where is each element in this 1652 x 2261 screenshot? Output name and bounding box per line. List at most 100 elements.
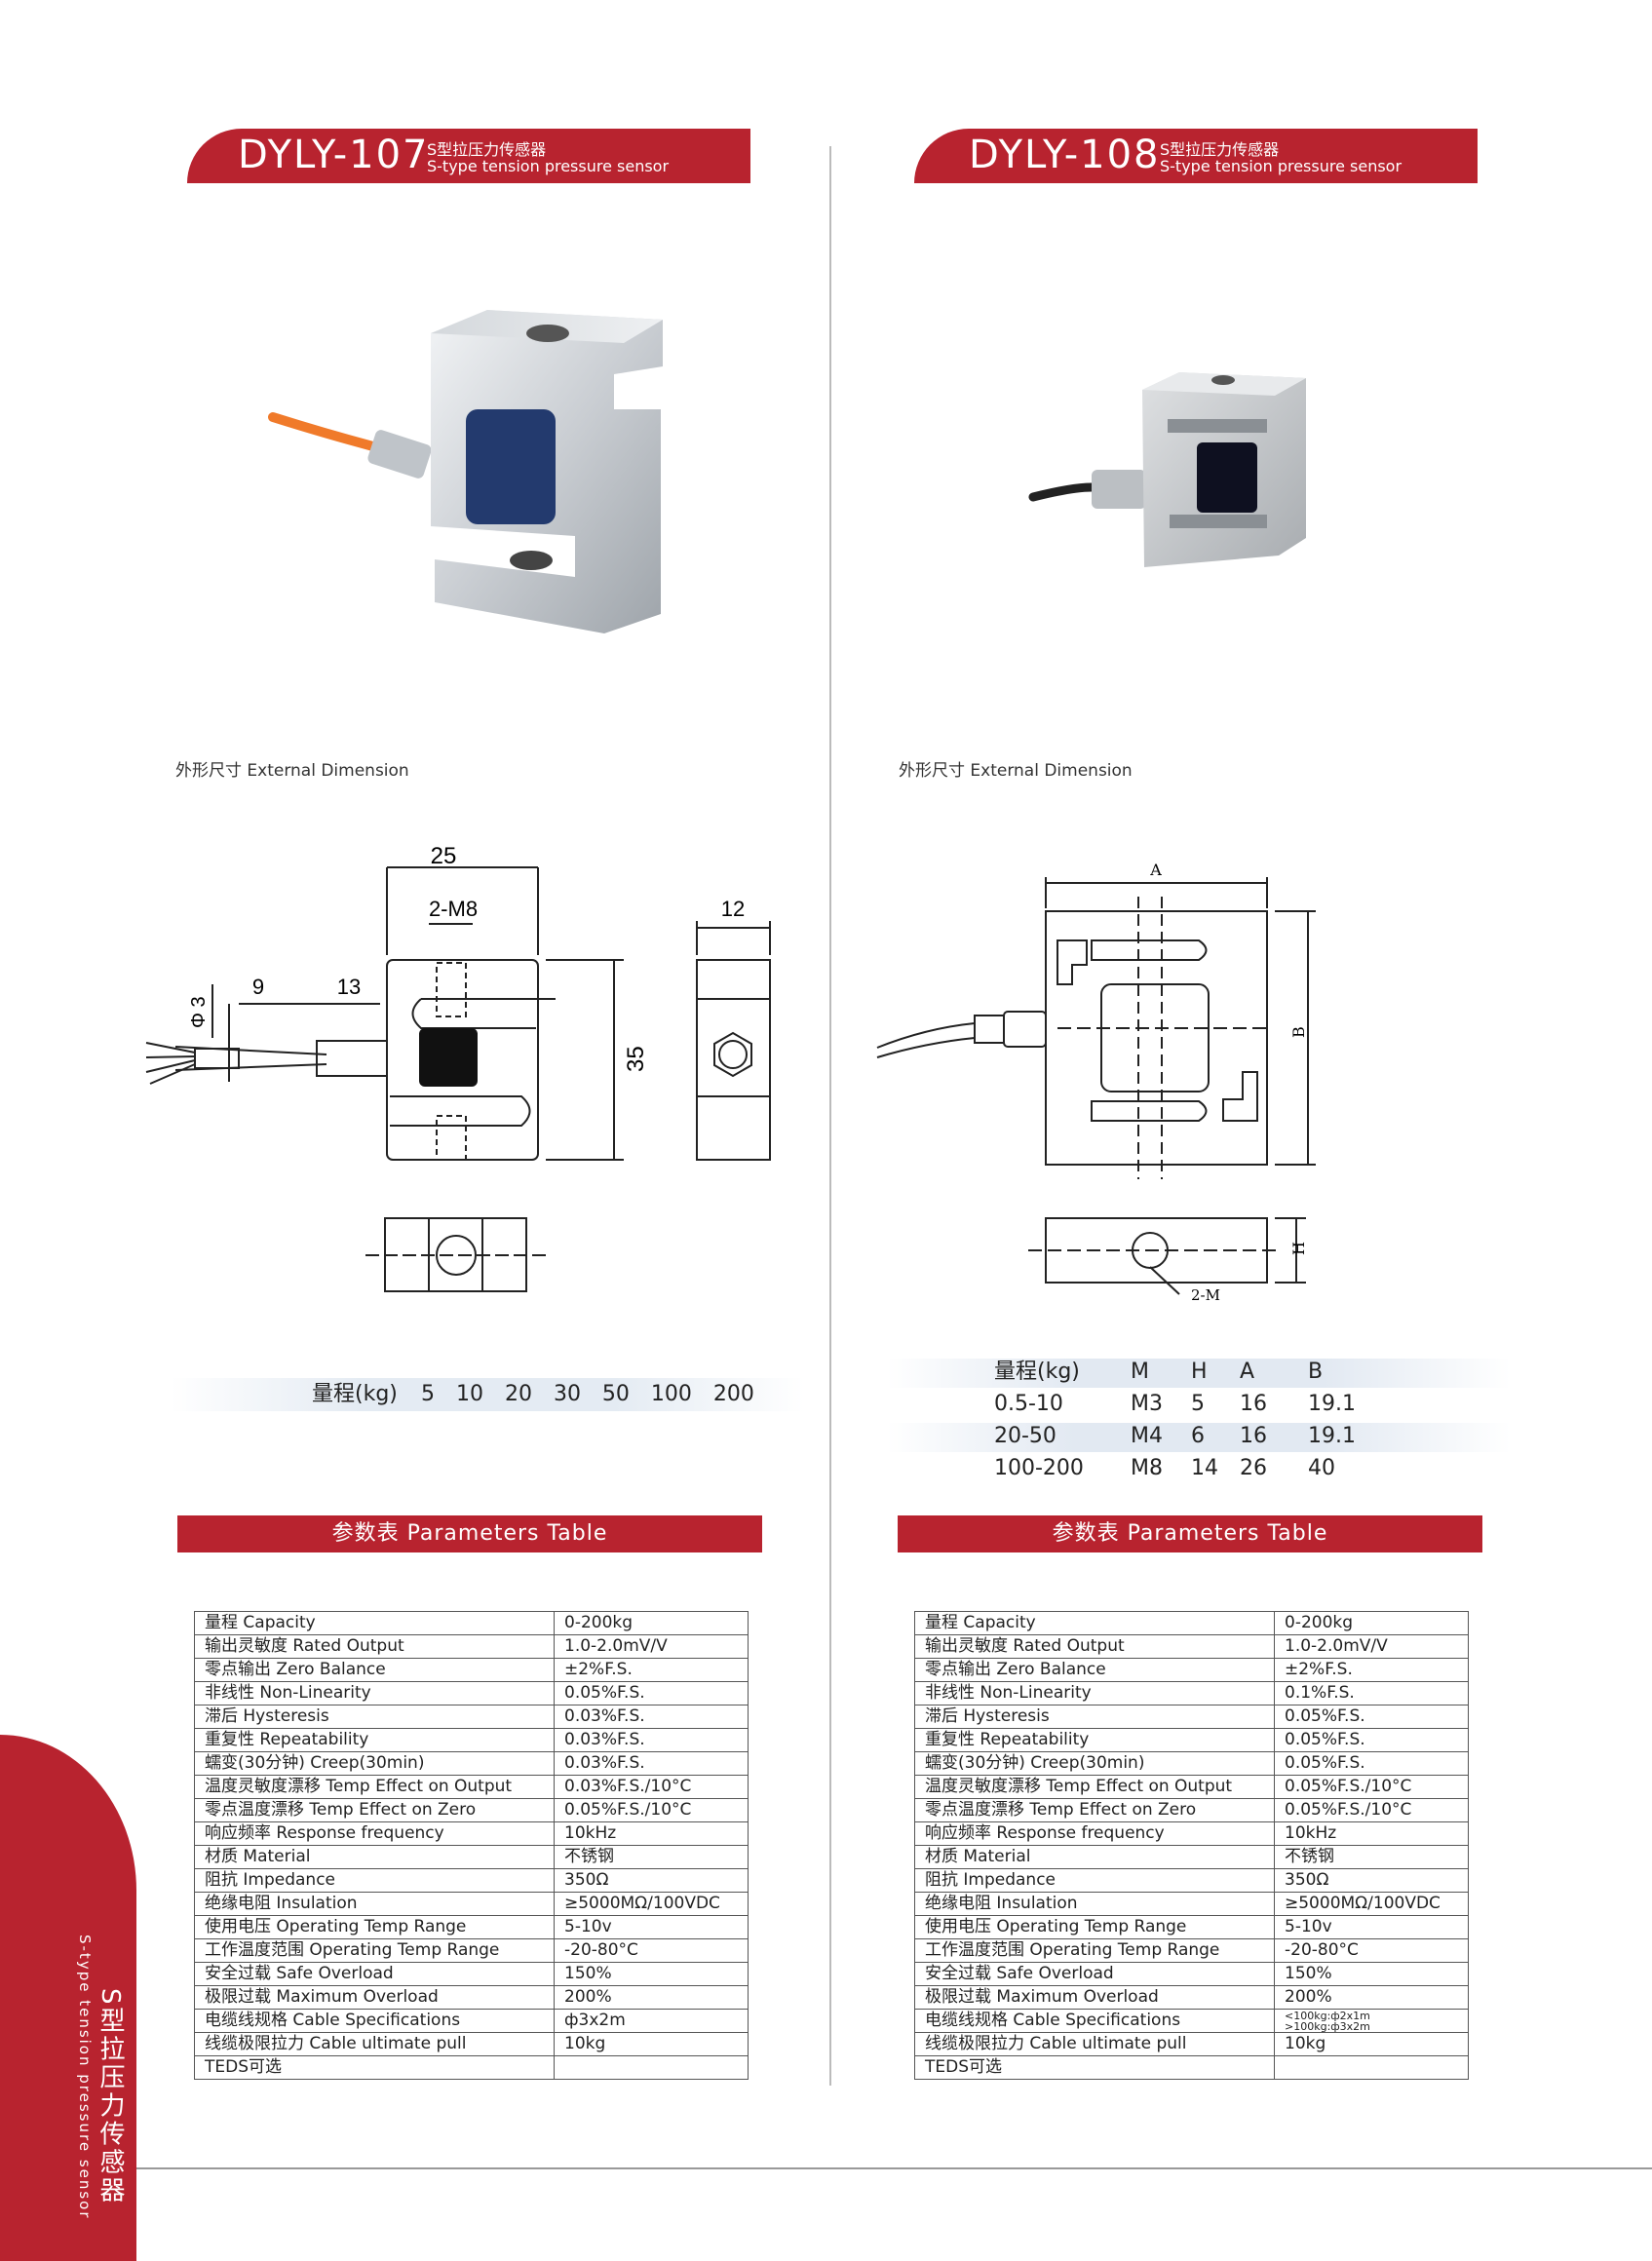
param-value: 0.05%F.S. — [1274, 1751, 1469, 1776]
size-table-cell: M3 — [1131, 1392, 1163, 1416]
param-value: 0.03%F.S. — [554, 1705, 749, 1729]
param-key: 零点温度漂移 Temp Effect on Zero — [194, 1798, 555, 1822]
title-cn: S型拉压力传感器 — [1160, 140, 1280, 159]
param-key: 重复性 Repeatability — [914, 1728, 1275, 1752]
side-title-cn: S型拉压力传感器 — [96, 1988, 125, 2205]
title-banner-dyly107: DYLY-107 S型拉压力传感器 S-type tension pressur… — [187, 129, 750, 183]
param-value: 0.05%F.S./10°C — [554, 1798, 749, 1822]
param-value: 150% — [554, 1962, 749, 1986]
title-en: S-type tension pressure sensor — [427, 157, 670, 175]
title-en: S-type tension pressure sensor — [1160, 157, 1402, 175]
dim-height: 35 — [623, 1046, 649, 1072]
capacity-values: 5 10 20 30 50 100 200 — [421, 1382, 754, 1406]
param-key: 响应频率 Response frequency — [194, 1821, 555, 1846]
param-key: 电缆线规格 Cable Specifications — [914, 2009, 1275, 2033]
param-value: 1.0-2.0mV/V — [1274, 1634, 1469, 1659]
size-table-cell: M8 — [1131, 1456, 1163, 1480]
param-value: ±2%F.S. — [554, 1658, 749, 1682]
param-value: 0.03%F.S. — [554, 1728, 749, 1752]
param-key: 使用电压 Operating Temp Range — [194, 1915, 555, 1939]
param-value: 5-10v — [1274, 1915, 1469, 1939]
param-key: 工作温度范围 Operating Temp Range — [194, 1938, 555, 1963]
dimension-drawing-dyly108: A B H 2-M — [876, 861, 1316, 1304]
dimension-drawing-dyly107: 25 2-M8 12 9 13 Φ 3 35 — [145, 843, 771, 1292]
param-value: -20-80°C — [1274, 1938, 1469, 1963]
footer-rule — [0, 2167, 1652, 2169]
capacity-label: 量程(kg) — [312, 1382, 398, 1406]
param-row: 蠕变(30分钟) Creep(30min)0.03%F.S. — [194, 1751, 749, 1776]
param-key: 温度灵敏度漂移 Temp Effect on Output — [914, 1775, 1275, 1799]
size-table-cell: 40 — [1308, 1456, 1335, 1480]
size-table-cell: 19.1 — [1308, 1424, 1356, 1448]
param-key: 阻抗 Impedance — [914, 1868, 1275, 1893]
param-key: 零点温度漂移 Temp Effect on Zero — [914, 1798, 1275, 1822]
param-key: 材质 Material — [914, 1845, 1275, 1869]
dim-thread: 2-M — [1191, 1286, 1220, 1304]
param-value: 10kHz — [554, 1821, 749, 1846]
param-key: 线缆极限拉力 Cable ultimate pull — [194, 2032, 555, 2056]
size-table-cell: M — [1131, 1360, 1149, 1384]
param-key: 零点输出 Zero Balance — [194, 1658, 555, 1682]
size-table-cell: A — [1240, 1360, 1255, 1384]
size-table-cell: 16 — [1240, 1392, 1267, 1416]
param-key: 蠕变(30分钟) Creep(30min) — [914, 1751, 1275, 1776]
side-title-en: S-type tension pressure sensor — [76, 1935, 94, 2220]
param-key: 零点输出 Zero Balance — [914, 1658, 1275, 1682]
param-key: 重复性 Repeatability — [194, 1728, 555, 1752]
param-value: 0.05%F.S. — [554, 1681, 749, 1705]
param-row: 零点输出 Zero Balance±2%F.S. — [914, 1658, 1469, 1682]
param-row: 绝缘电阻 Insulation≥5000MΩ/100VDC — [914, 1892, 1469, 1916]
params-header-dyly107: 参数表 Parameters Table — [177, 1515, 762, 1552]
column-divider — [829, 146, 831, 2086]
param-key: 使用电压 Operating Temp Range — [914, 1915, 1275, 1939]
param-value: 5-10v — [554, 1915, 749, 1939]
dim-cable-a: 9 — [252, 975, 264, 999]
param-value: 不锈钢 — [1274, 1845, 1469, 1869]
dim-width: 25 — [431, 843, 457, 869]
size-table-cell: 100-200 — [994, 1456, 1084, 1480]
title-cn: S型拉压力传感器 — [427, 140, 547, 159]
params-header-dyly108: 参数表 Parameters Table — [898, 1515, 1482, 1552]
param-value: 0.05%F.S. — [1274, 1705, 1469, 1729]
param-key: 温度灵敏度漂移 Temp Effect on Output — [194, 1775, 555, 1799]
size-table-cell: 20-50 — [994, 1424, 1057, 1448]
param-key: 安全过载 Safe Overload — [194, 1962, 555, 1986]
param-value: 0.05%F.S./10°C — [1274, 1775, 1469, 1799]
param-value: 不锈钢 — [554, 1845, 749, 1869]
size-table-cell: M4 — [1131, 1424, 1163, 1448]
param-key: 量程 Capacity — [914, 1611, 1275, 1635]
dim-thread: 2-M8 — [429, 897, 478, 921]
param-value: 0.03%F.S. — [554, 1751, 749, 1776]
param-row: TEDS可选 — [914, 2055, 1469, 2080]
size-table-cell: 量程(kg) — [994, 1360, 1080, 1384]
size-table-cell: 16 — [1240, 1424, 1267, 1448]
param-row: 工作温度范围 Operating Temp Range-20-80°C — [914, 1938, 1469, 1963]
param-value: 0.05%F.S. — [1274, 1728, 1469, 1752]
param-value: 0.1%F.S. — [1274, 1681, 1469, 1705]
size-table-cell: 26 — [1240, 1456, 1267, 1480]
param-key: 滞后 Hysteresis — [194, 1705, 555, 1729]
model-name: DYLY-108 — [969, 133, 1161, 177]
dim-thickness: 12 — [721, 897, 745, 921]
